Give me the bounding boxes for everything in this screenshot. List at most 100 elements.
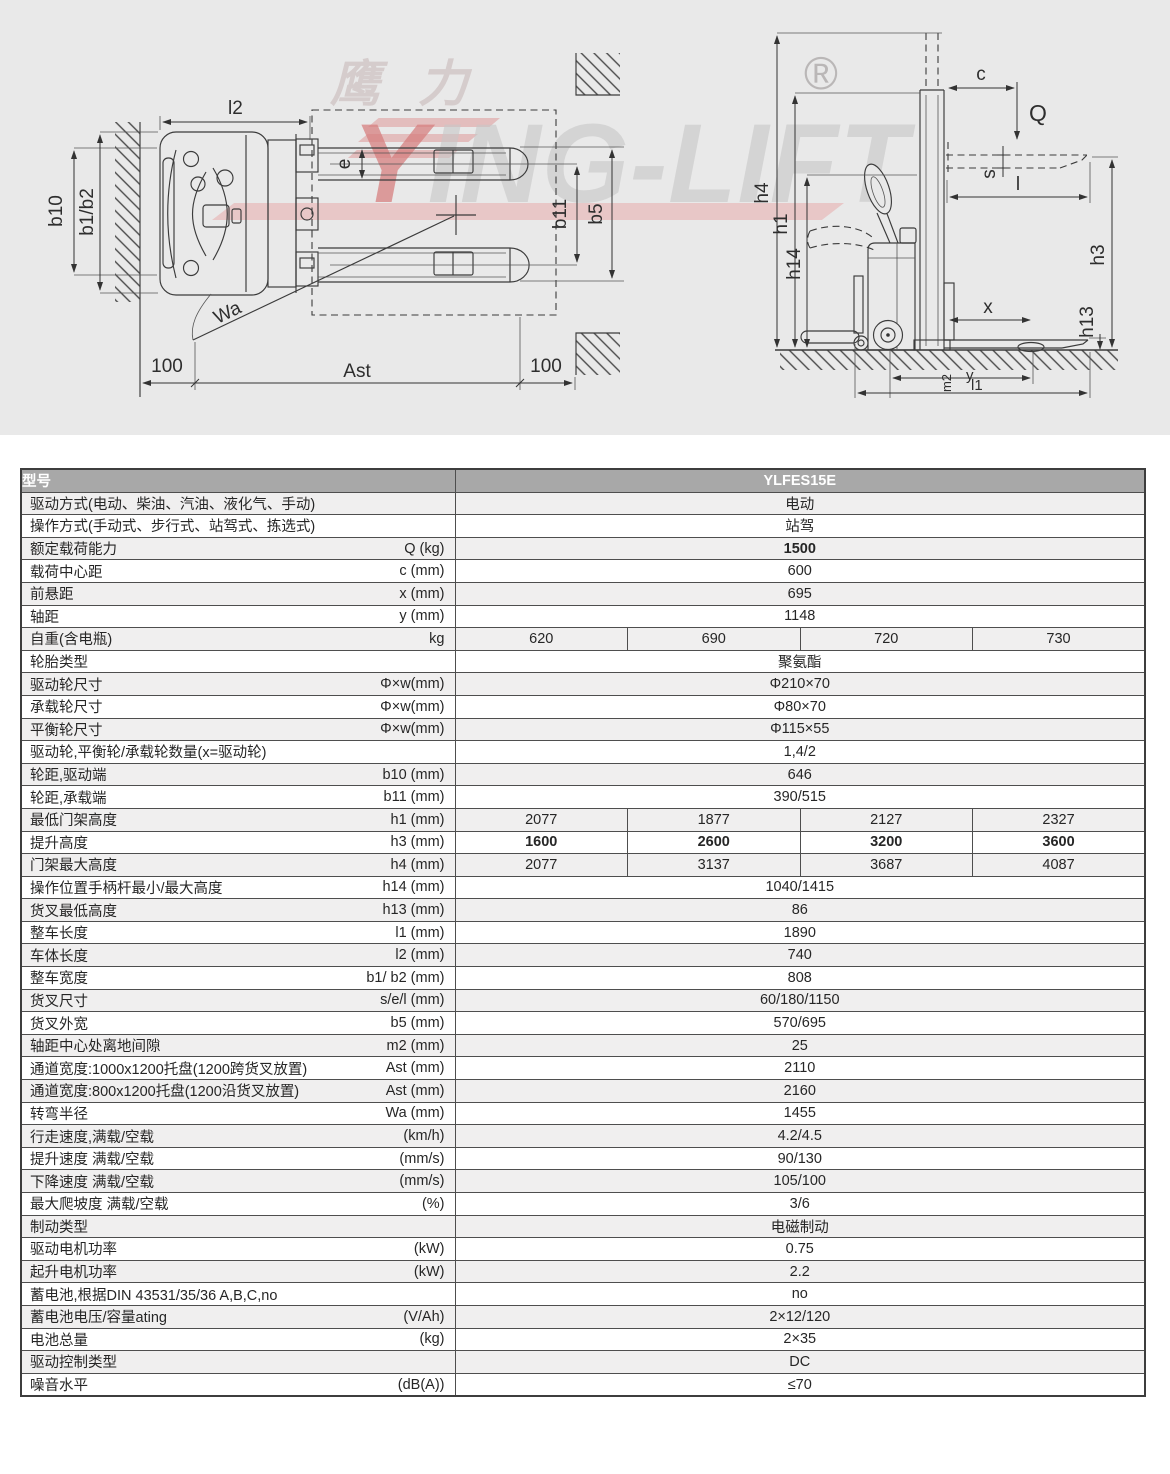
dim-label-h4: h4 — [752, 182, 773, 204]
spec-value: 740 — [454, 943, 1146, 968]
spec-label-cell: 最大爬坡度 满载/空载(%) — [20, 1192, 456, 1216]
spec-value: 2110 — [454, 1056, 1146, 1081]
spec-symbol: c (mm) — [399, 563, 445, 580]
mast — [913, 33, 951, 351]
spec-symbol: (mm/s) — [399, 1150, 445, 1167]
spec-symbol: h1 (mm) — [390, 811, 445, 828]
spec-label-cell: 操作方式(手动式、步行式、站驾式、拣选式) — [20, 514, 456, 538]
spec-label-cell: 行走速度,满载/空载(km/h) — [20, 1124, 456, 1148]
spec-label: 最大爬坡度 满载/空载 — [30, 1197, 169, 1214]
spec-label: 轴距中心处离地间隙 — [30, 1039, 161, 1056]
spec-label: 驱动控制类型 — [30, 1355, 117, 1372]
spec-symbol: (kg) — [419, 1331, 445, 1348]
spec-symbol: m2 (mm) — [386, 1037, 445, 1054]
spec-value: 105/100 — [454, 1169, 1146, 1193]
spec-symbol: (kW) — [413, 1240, 445, 1257]
technical-drawing-panel: 鹰力 ® YING-LIFT — [0, 0, 1170, 435]
watermark-stripe — [348, 150, 458, 158]
dim-label-s: s — [979, 169, 1000, 179]
spec-value: 3687 — [799, 853, 973, 877]
spec-label-cell: 制动类型 — [20, 1214, 456, 1239]
spec-label-cell: 货叉尺寸 s/e/l (mm) — [20, 988, 456, 1013]
spec-value: 4087 — [972, 853, 1146, 877]
dim-label-l: l — [1016, 174, 1020, 195]
spec-value: 1,4/2 — [454, 740, 1146, 764]
top-view-drawing: l2 b10 b1/b2 e b11 b5 Wa — [46, 53, 624, 397]
spec-label-cell: 蓄电池,根据DIN 43531/35/36 A,B,C,no — [20, 1282, 456, 1306]
spec-value: 86 — [454, 898, 1146, 922]
dim-label-h14: h14 — [784, 248, 805, 280]
spec-row: 下降速度 满载/空载(mm/s)105/100 — [20, 1169, 1146, 1193]
tiller-grip — [864, 163, 892, 215]
spec-label: 轴距 — [30, 609, 59, 626]
spec-value: 1455 — [454, 1101, 1146, 1126]
spec-value: 690 — [627, 627, 801, 651]
spec-label: 额定载荷能力 — [30, 542, 117, 559]
spec-row: 行走速度,满载/空载(km/h)4.2/4.5 — [20, 1124, 1146, 1148]
spec-symbol: s/e/l (mm) — [380, 992, 445, 1009]
dim-label-b1b2: b1/b2 — [77, 188, 98, 236]
spec-label: 轮距,承载端 — [30, 790, 107, 807]
watermark-cn-logo: 鹰力 — [330, 56, 506, 112]
spec-value: 1600 — [454, 830, 628, 855]
spec-value: 0.75 — [454, 1237, 1146, 1261]
spec-value: 720 — [799, 627, 973, 651]
spec-label-cell: 自重(含电瓶)kg — [20, 627, 456, 651]
spec-value: 695 — [454, 581, 1146, 606]
specification-table: 型号 YLFES15E 驱动方式(电动、柴油、汽油、液化气、手动)电动操作方式(… — [20, 468, 1147, 1398]
spec-value: 730 — [972, 627, 1146, 651]
spec-value: 2160 — [454, 1079, 1146, 1103]
spec-label: 转弯半径 — [30, 1106, 88, 1123]
caster-wheel — [853, 335, 869, 351]
spec-label-cell: 驱动轮,平衡轮/承载轮数量(x=驱动轮) — [20, 740, 456, 764]
spec-label: 驱动电机功率 — [30, 1242, 117, 1259]
spec-label-cell: 驱动电机功率 (kW) — [20, 1237, 456, 1261]
spec-label: 制动类型 — [30, 1219, 88, 1236]
spec-row: 蓄电池电压/容量ating(V/Ah)2×12/120 — [20, 1304, 1146, 1329]
spec-row: 驱动电机功率 (kW) 0.75 — [20, 1237, 1146, 1261]
spec-row: 驱动轮,平衡轮/承载轮数量(x=驱动轮)1,4/2 — [20, 740, 1146, 764]
spec-value: 808 — [454, 966, 1146, 990]
spec-row: 噪音水平(dB(A))≤70 — [20, 1372, 1146, 1397]
spec-value: 3/6 — [454, 1192, 1146, 1216]
spec-label: 轮距,驱动端 — [30, 768, 107, 785]
spec-label-cell: 提升速度 满载/空载(mm/s) — [20, 1146, 456, 1171]
dim-label-q: Q — [1029, 100, 1047, 126]
spec-value: 2×12/120 — [454, 1304, 1146, 1329]
spec-label-cell: 平衡轮尺寸 Φ×w(mm) — [20, 717, 456, 742]
spec-label: 电池总量 — [30, 1332, 88, 1349]
spec-label: 平衡轮尺寸 — [30, 722, 103, 739]
spec-value: 3600 — [972, 830, 1146, 855]
spec-label-cell: 下降速度 满载/空载(mm/s) — [20, 1169, 456, 1193]
turning-radius-marks — [191, 195, 476, 341]
dim-label-h1: h1 — [771, 213, 792, 234]
spec-row: 制动类型电磁制动 — [20, 1214, 1146, 1239]
dimension-drawing: l2 b10 b1/b2 e b11 b5 Wa — [46, 32, 1118, 398]
spec-symbol: Φ×w(mm) — [380, 721, 445, 738]
spec-label: 操作方式(手动式、步行式、站驾式、拣选式) — [30, 519, 316, 536]
fork-lowered-side-view — [943, 282, 1089, 353]
spec-value: 25 — [454, 1033, 1146, 1058]
spec-label: 最低门架高度 — [30, 813, 117, 830]
spec-label: 驱动轮尺寸 — [30, 677, 103, 694]
spec-label: 货叉尺寸 — [30, 993, 88, 1010]
registered-trademark-icon: ® — [804, 47, 838, 99]
watermark-brand-rest: ING-LIFT — [427, 101, 909, 226]
